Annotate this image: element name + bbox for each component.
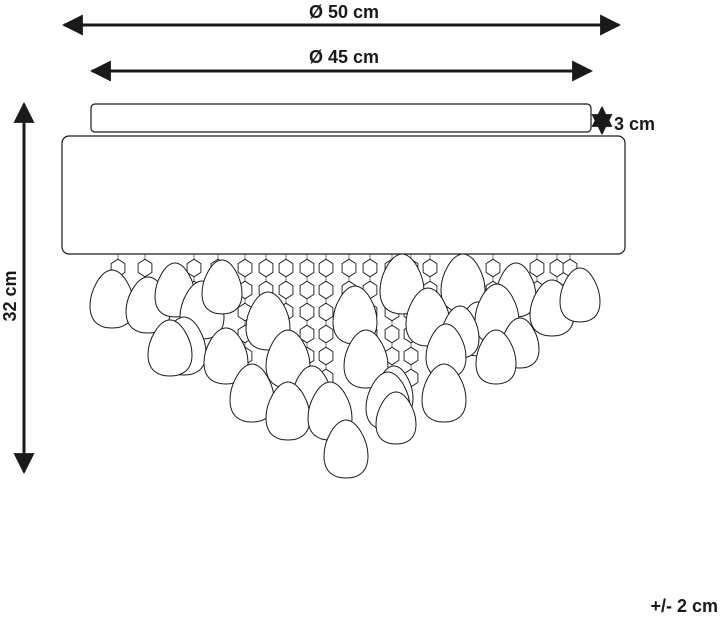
- crystal-bead: [318, 280, 334, 300]
- crystal-bead: [422, 258, 438, 278]
- outer-diameter-dimension: Ø 50 cm: [61, 2, 622, 36]
- crystal-bead: [258, 258, 274, 278]
- total-height-dimension: 32 cm: [0, 101, 35, 475]
- crystal-bead: [278, 258, 294, 278]
- crystal-bead: [403, 346, 419, 366]
- crystal-bead: [362, 258, 378, 278]
- crystal-drop: [229, 363, 275, 423]
- crystal-bead: [341, 258, 357, 278]
- crystal-bead: [299, 258, 315, 278]
- outer-diameter-label: Ø 50 cm: [309, 2, 379, 22]
- canopy-height-label: 3 cm: [614, 114, 655, 134]
- crystal-bead: [318, 324, 334, 344]
- crystal-bead: [299, 302, 315, 322]
- crystal-bead: [485, 258, 501, 278]
- crystal-bead: [278, 280, 294, 300]
- crystal-drop: [323, 419, 369, 479]
- inner-diameter-dimension: Ø 45 cm: [89, 47, 594, 82]
- crystal-drop: [203, 327, 249, 385]
- crystal-bead: [186, 258, 202, 278]
- tolerance-label: +/- 2 cm: [650, 596, 718, 616]
- crystal-drop: [559, 267, 601, 323]
- crystal-drop: [201, 259, 243, 315]
- total-height-label: 32 cm: [0, 270, 20, 321]
- crystal-bead: [318, 302, 334, 322]
- crystal-bead: [299, 280, 315, 300]
- crystal-bead: [549, 258, 565, 278]
- crystal-bead: [384, 324, 400, 344]
- crystal-bead: [318, 346, 334, 366]
- crystal-drop: [147, 319, 193, 377]
- crystal-bead: [318, 258, 334, 278]
- crystal-drop: [475, 329, 517, 385]
- canopy-height-dimension: 3 cm: [591, 105, 655, 136]
- crystal-drops: [89, 253, 601, 479]
- crystal-drop: [343, 329, 389, 389]
- crystal-drop: [265, 381, 311, 441]
- ceiling-canopy: [90, 103, 592, 133]
- crystal-bead: [137, 258, 153, 278]
- crystal-drop: [375, 391, 417, 445]
- inner-diameter-label: Ø 45 cm: [309, 47, 379, 67]
- crystal-bead: [299, 324, 315, 344]
- crystal-drop: [421, 363, 467, 423]
- drum-shade: [61, 135, 626, 255]
- crystal-bead: [237, 258, 253, 278]
- crystal-bead: [529, 258, 545, 278]
